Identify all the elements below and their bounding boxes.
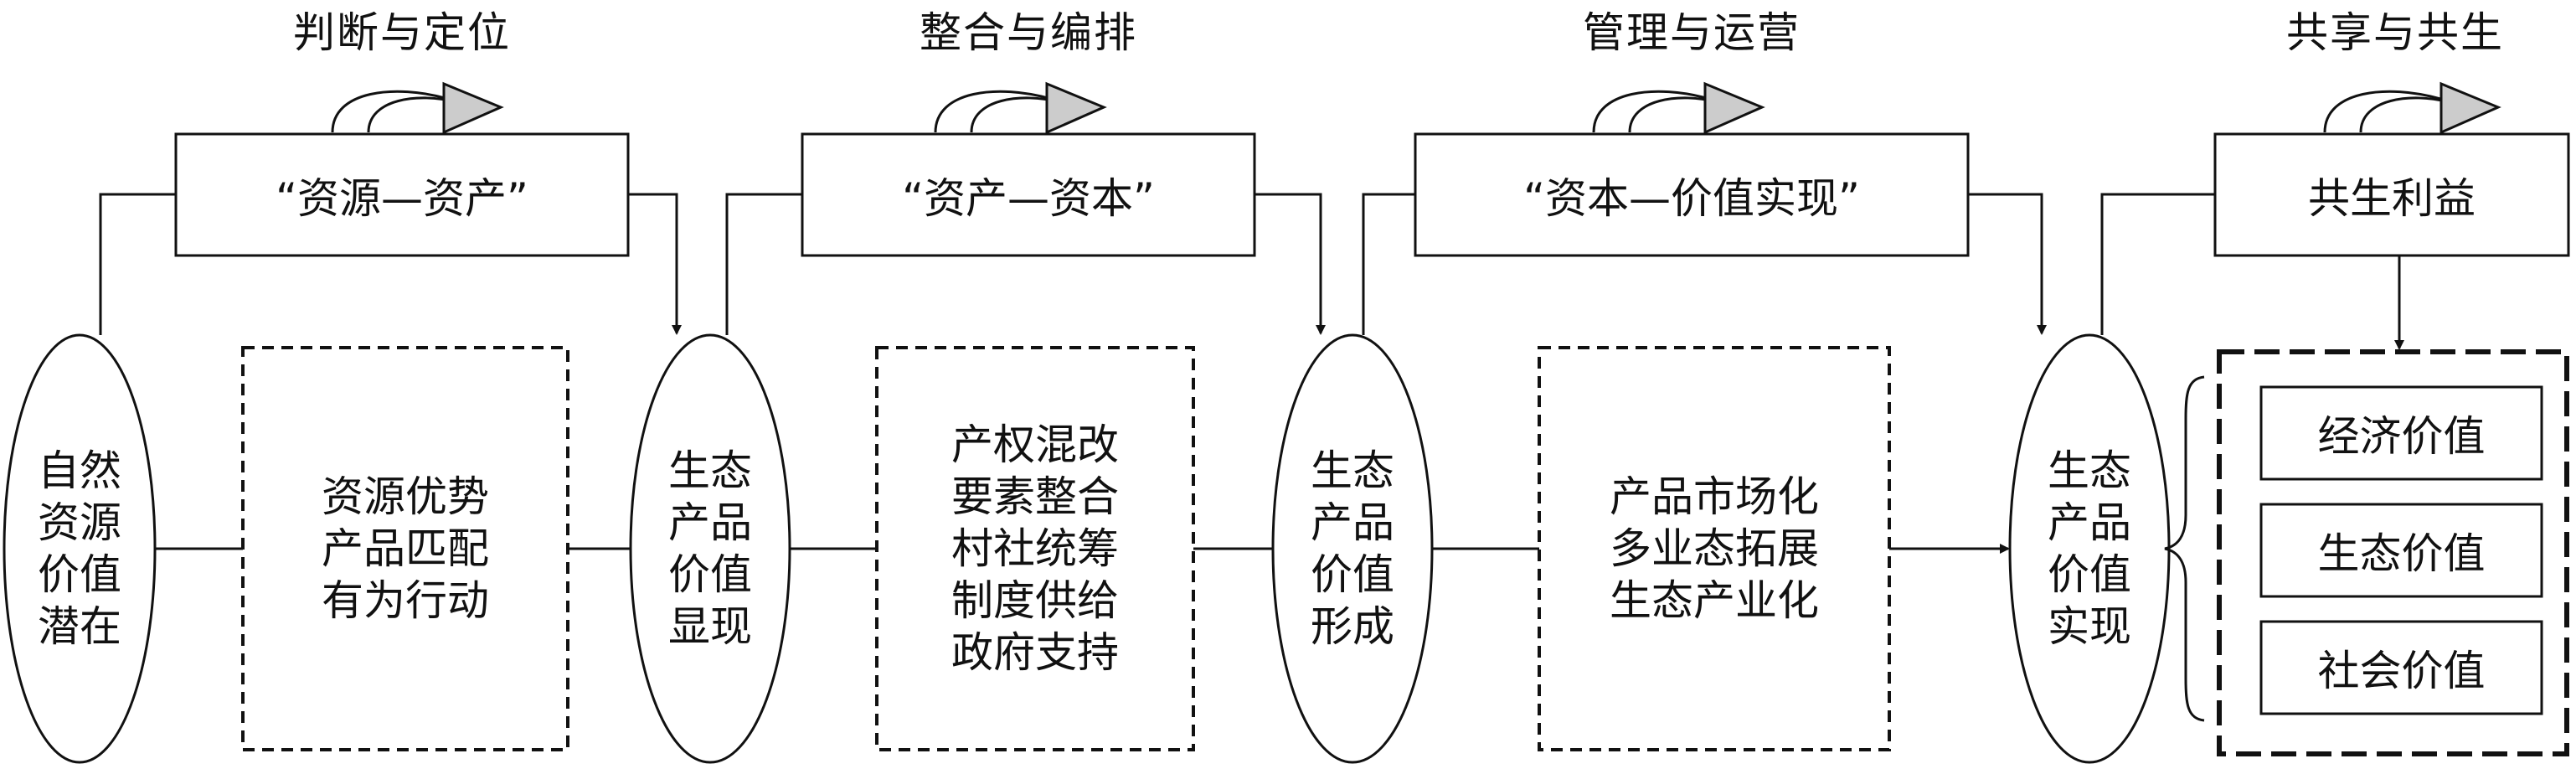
- value-box-2-frame: [2259, 503, 2543, 598]
- phase-box-1: “资源—资产”: [276, 173, 528, 223]
- phase-box-4-frame: [2213, 132, 2570, 257]
- stage-title-4: 共享与共生: [2286, 8, 2504, 57]
- stage-title-2: 整合与编排: [920, 8, 1137, 57]
- value-box-social: 社会价值: [2317, 647, 2486, 695]
- route-1-down: [628, 193, 682, 335]
- stage-title-3: 管理与运营: [1583, 8, 1801, 57]
- phase-box-3-frame: [1414, 132, 1970, 257]
- action-box-1-frame: [241, 346, 569, 751]
- cycle-arrow-icon-2: [934, 81, 1107, 135]
- stage-title-1: 判断与定位: [293, 8, 511, 57]
- node-ellipse-4: 生态 产品 价值 实现: [2048, 446, 2131, 651]
- value-box-1-frame: [2259, 385, 2543, 481]
- route-4-up: [2100, 193, 2215, 335]
- route-3-down: [1968, 193, 2047, 335]
- brace: [2164, 375, 2205, 722]
- route-2-down: [1255, 193, 1326, 335]
- phase-box-4: 共生利益: [2308, 173, 2476, 223]
- route-2-up: [725, 193, 802, 335]
- cycle-arrow-icon-1: [331, 81, 504, 135]
- route-1-up: [99, 193, 176, 335]
- cycle-arrow-icon-4: [2323, 81, 2501, 135]
- action-box-1: 资源优势 产品匹配 有为行动: [322, 472, 489, 625]
- action-box-2-frame: [875, 346, 1195, 751]
- cycle-arrow-icon-3: [1592, 81, 1765, 135]
- action-box-2: 产权混改 要素整合 村社统筹 制度供给 政府支持: [951, 421, 1119, 677]
- node-ellipse-3: 生态 产品 价值 形成: [1311, 446, 1394, 651]
- value-box-economic: 经济价值: [2317, 412, 2486, 461]
- node-ellipse-2: 生态 产品 价值 显现: [668, 446, 752, 651]
- value-box-ecological: 生态价值: [2317, 529, 2486, 578]
- value-box-3-frame: [2259, 620, 2543, 715]
- phase-box-2: “资产—资本”: [902, 173, 1155, 223]
- phase-box-2-frame: [801, 132, 1256, 257]
- phase-box-1-frame: [174, 132, 630, 257]
- node-ellipse-1: 自然 资源 价值 潜在: [38, 446, 121, 651]
- phase-box-3: “资本—价值实现”: [1523, 173, 1860, 223]
- action-box-3: 产品市场化 多业态拓展 生态产业化: [1610, 472, 1819, 625]
- route-3-up: [1362, 193, 1415, 335]
